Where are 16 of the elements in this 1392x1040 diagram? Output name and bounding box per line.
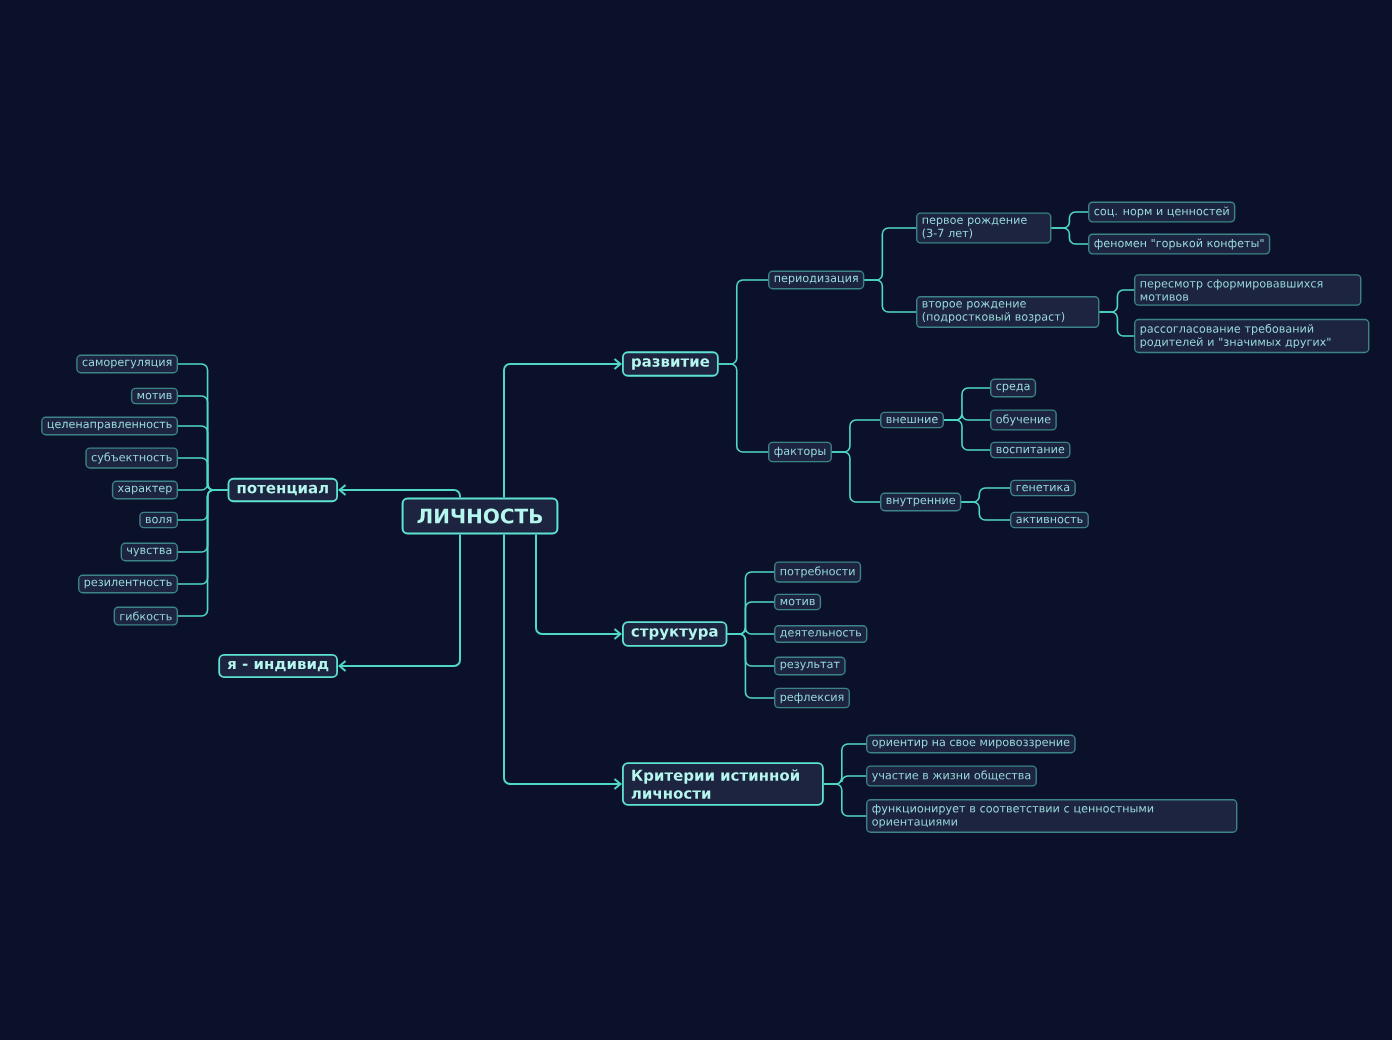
connector-line — [1050, 227, 1089, 245]
arrow — [503, 358, 622, 499]
connector-line — [726, 633, 775, 699]
connector-line — [943, 419, 991, 451]
arrow — [535, 533, 622, 640]
connector-line — [863, 279, 917, 313]
arrow — [338, 533, 461, 672]
connector-line — [831, 451, 881, 503]
connector-line — [177, 489, 229, 617]
connector-line — [960, 501, 1011, 521]
connector-line — [823, 783, 867, 817]
connector-line — [717, 363, 769, 453]
central-topic-box: ЛИЧНОСТЬ — [401, 497, 559, 535]
connector-line — [1098, 311, 1135, 337]
arrow — [338, 484, 461, 499]
arrow — [503, 533, 622, 790]
